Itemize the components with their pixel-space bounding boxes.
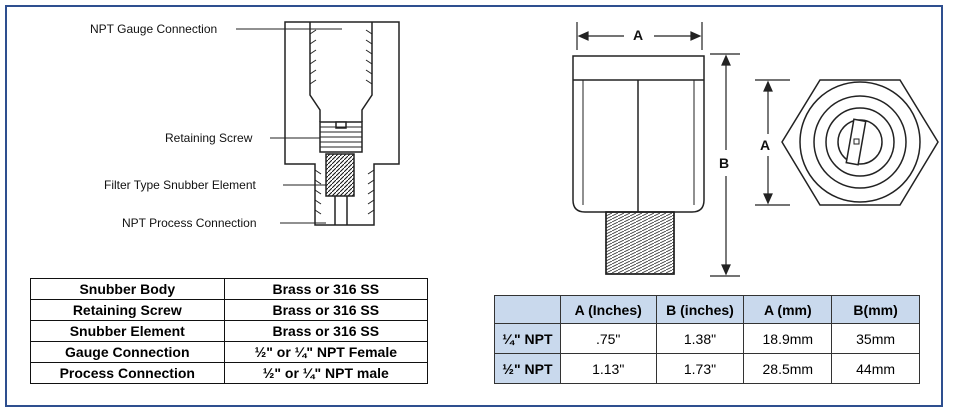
callout-leaders	[236, 28, 342, 224]
table-row: ¼" NPT .75" 1.38" 18.9mm 35mm	[494, 323, 920, 354]
material-cell: Brass or 316 SS	[223, 278, 429, 300]
value-cell: 35mm	[831, 323, 920, 354]
label-snubber-element: Filter Type Snubber Element	[104, 178, 256, 192]
dimension-a-top	[576, 22, 703, 50]
part-cell: Snubber Body	[30, 278, 225, 300]
header-cell: B (inches)	[655, 295, 745, 324]
value-cell: 28.5mm	[743, 353, 833, 384]
label-npt-gauge-connection: NPT Gauge Connection	[90, 22, 218, 36]
table-header-row: A (Inches) B (inches) A (mm) B(mm)	[494, 295, 920, 324]
size-cell: ½" NPT	[494, 353, 561, 384]
label-npt-process-connection: NPT Process Connection	[122, 216, 257, 230]
label-retaining-screw: Retaining Screw	[165, 131, 253, 145]
dim-label-a-top: A	[633, 27, 644, 43]
dim-label-a-side: A	[760, 137, 771, 153]
material-cell: Brass or 316 SS	[223, 299, 429, 321]
table-row: ½" NPT 1.13" 1.73" 28.5mm 44mm	[494, 353, 920, 384]
dimension-b	[710, 53, 740, 277]
part-cell: Retaining Screw	[30, 299, 225, 321]
part-cell: Snubber Element	[30, 320, 225, 342]
material-cell: ½" or ¼" NPT male	[223, 362, 429, 384]
header-cell: A (mm)	[743, 295, 833, 324]
header-cell: A (Inches)	[559, 295, 657, 324]
value-cell: 1.13"	[559, 353, 657, 384]
outer-frame	[5, 5, 943, 407]
part-cell: Gauge Connection	[30, 341, 225, 363]
snubber-side-view	[572, 55, 705, 275]
value-cell: .75"	[559, 323, 657, 354]
material-cell: Brass or 316 SS	[223, 320, 429, 342]
dimensions-table: A (Inches) B (inches) A (mm) B(mm) ¼" NP…	[494, 295, 920, 384]
value-cell: 18.9mm	[743, 323, 833, 354]
snubber-cross-section	[284, 21, 400, 226]
dimension-a-side	[755, 79, 790, 206]
snubber-end-view	[781, 79, 939, 206]
dim-label-b: B	[719, 155, 730, 171]
value-cell: 44mm	[831, 353, 920, 384]
size-cell: ¼" NPT	[494, 323, 561, 354]
value-cell: 1.73"	[655, 353, 745, 384]
part-cell: Process Connection	[30, 362, 225, 384]
value-cell: 1.38"	[655, 323, 745, 354]
header-cell	[494, 295, 561, 324]
material-cell: ½" or ¼" NPT Female	[223, 341, 429, 363]
header-cell: B(mm)	[831, 295, 920, 324]
